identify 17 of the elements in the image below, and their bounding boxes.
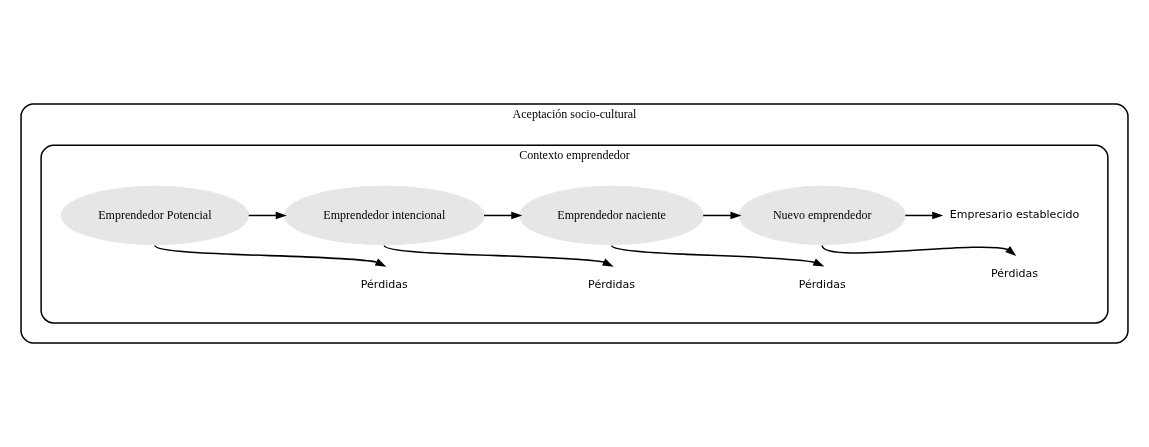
node-ellipse: Emprendedor Potencial — [60, 185, 249, 246]
node-ellipse: Emprendedor naciente — [519, 185, 704, 246]
arrow — [904, 211, 944, 220]
node-text: Empresario establecido — [949, 208, 1080, 222]
node-text: Pérdidas — [798, 277, 846, 291]
arrow — [483, 211, 523, 220]
arrow — [702, 211, 742, 220]
node-text: Pérdidas — [991, 266, 1039, 280]
node-ellipse: Nuevo emprendedor — [738, 185, 906, 246]
arrow — [247, 211, 287, 220]
arrow — [383, 244, 614, 267]
arrow — [154, 244, 387, 267]
node-text: Pérdidas — [588, 277, 636, 291]
arrow — [610, 244, 825, 267]
arrow — [821, 244, 1017, 257]
node-text: Pérdidas — [360, 277, 408, 291]
node-ellipse: Emprendedor intencional — [283, 185, 485, 246]
